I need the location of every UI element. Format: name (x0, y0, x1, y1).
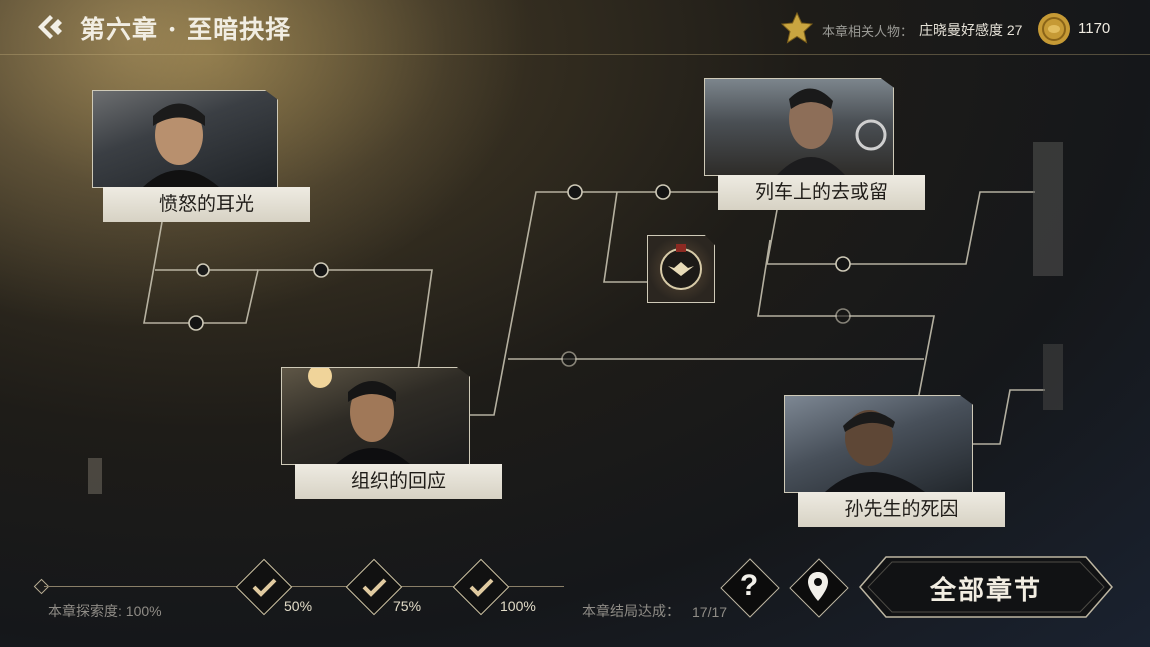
item-icon (647, 235, 715, 303)
milestone-100[interactable] (452, 558, 510, 616)
path-node (196, 263, 210, 277)
button-frame (859, 556, 1113, 618)
question-icon: ? (739, 569, 759, 602)
all-chapters-button[interactable]: 全部章节 (858, 556, 1114, 618)
coin-count: 1170 (1078, 20, 1111, 37)
affinity-label: 本章相关人物： (822, 24, 914, 39)
ending-value: 17/17 (692, 604, 728, 620)
ending-label: 本章结局达成： (582, 603, 680, 619)
path-node (188, 315, 204, 331)
back-arrow-icon (38, 15, 62, 39)
path-node (313, 262, 329, 278)
milestone-50[interactable] (235, 558, 293, 616)
exploration-progress-bar (44, 586, 564, 587)
star-icon (780, 11, 814, 44)
location-pin-icon (808, 572, 828, 601)
milestone-label: 50% (284, 598, 313, 614)
milestone-75[interactable] (345, 558, 403, 616)
help-button[interactable]: ? (720, 558, 780, 618)
milestone-label: 75% (393, 598, 422, 614)
back-button[interactable] (34, 12, 68, 42)
story-node-sun-death[interactable]: 孙先生的死因 (784, 395, 1006, 529)
path-node (835, 308, 851, 324)
coin-icon (1037, 12, 1071, 46)
path-node (567, 184, 583, 200)
top-bar: 第六章 · 至暗抉择 本章相关人物： 庄晓曼好感度 27 1170 (0, 0, 1150, 54)
chapter-title: 第六章 · 至暗抉择 (80, 15, 292, 44)
affinity-value: 庄晓曼好感度 27 (919, 22, 1023, 38)
scene-photo (704, 78, 894, 176)
path-node (561, 351, 577, 367)
scene-photo (281, 367, 470, 465)
exploration-text: 本章探索度: 100% (48, 603, 162, 619)
path-node (835, 256, 851, 272)
scene-photo (92, 90, 278, 188)
check-icon (362, 578, 387, 597)
check-icon (469, 578, 494, 597)
header-divider (0, 54, 1150, 55)
milestone-label: 100% (500, 598, 536, 614)
story-node-org-response[interactable]: 组织的回应 (281, 367, 503, 501)
node-label: 愤怒的耳光 (103, 187, 310, 222)
location-button[interactable] (789, 558, 849, 618)
path-node (655, 184, 671, 200)
story-node-train-choice[interactable]: 列车上的去或留 (704, 78, 929, 212)
node-label: 组织的回应 (295, 464, 502, 499)
check-icon (252, 578, 277, 597)
story-node-angry-slap[interactable]: 愤怒的耳光 (92, 90, 312, 225)
collectible-item[interactable] (647, 235, 715, 303)
all-chapters-label: 全部章节 (929, 576, 1042, 606)
node-label: 列车上的去或留 (718, 175, 925, 210)
node-label: 孙先生的死因 (798, 492, 1005, 527)
scene-photo (784, 395, 973, 493)
